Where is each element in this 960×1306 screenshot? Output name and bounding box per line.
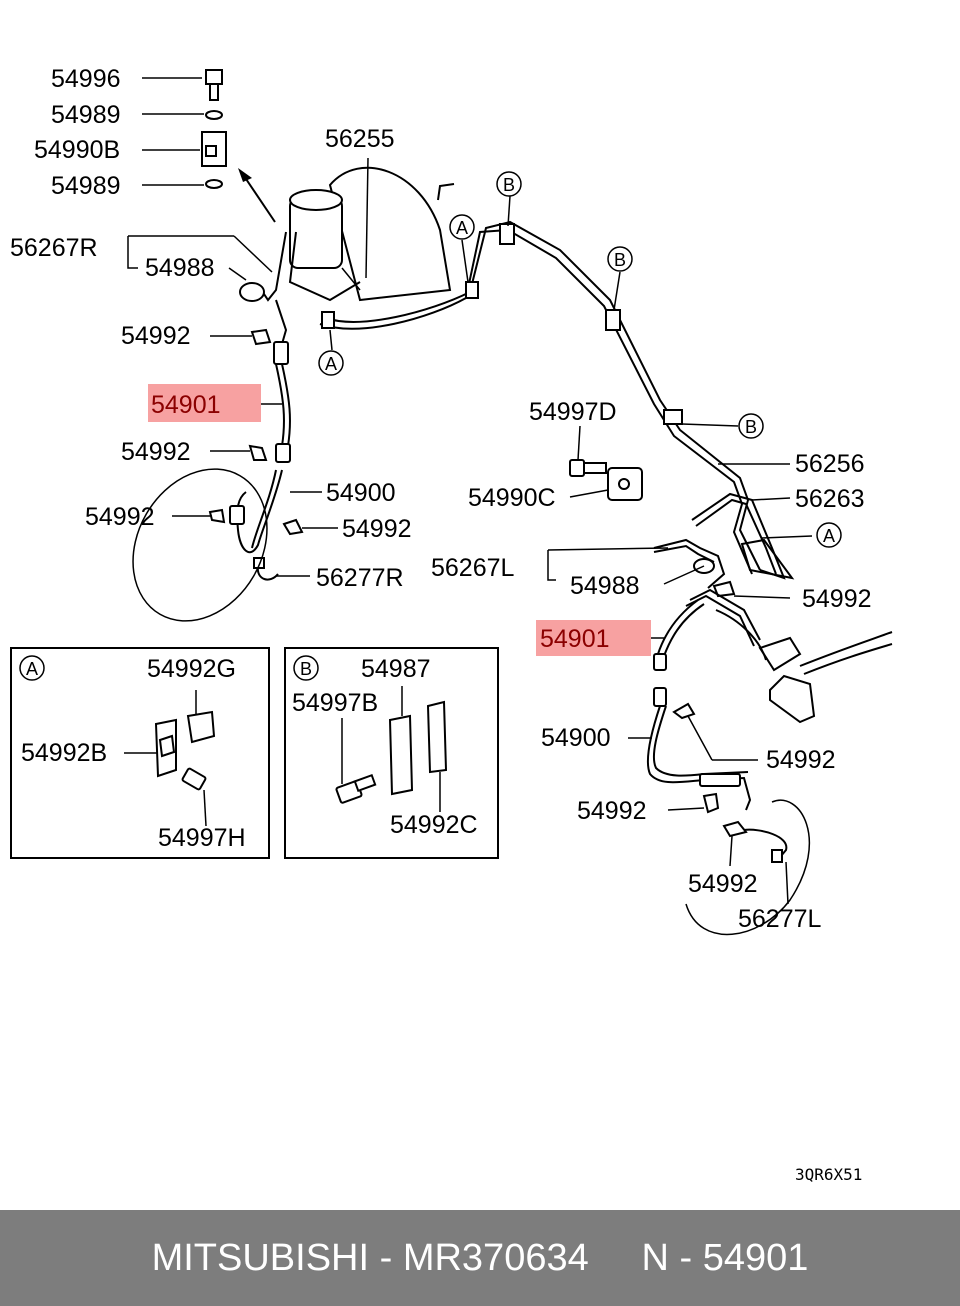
callout-a-2: A — [318, 350, 344, 376]
detail-box-a: A — [10, 647, 270, 859]
label-54997D: 54997D — [529, 398, 617, 426]
highlight-54901-left — [536, 620, 651, 656]
label-54997H: 54997H — [158, 824, 246, 852]
clamp-b2-icon — [605, 309, 621, 331]
clip-54988-right-icon — [239, 282, 265, 302]
clip-54992-3-icon — [208, 508, 226, 524]
bolt-54996-icon — [205, 69, 223, 101]
brake-line-diagram: A A A B B B A B 54996 54989 54990B 54989… — [10, 65, 893, 1184]
label-54990C: 54990C — [468, 484, 556, 512]
label-56255: 56255 — [325, 125, 395, 153]
svg-text:B: B — [614, 250, 626, 270]
svg-text:A: A — [26, 659, 38, 679]
washer-54989-bottom-icon — [205, 179, 223, 189]
clip-54992-7-icon — [702, 792, 720, 814]
union-54990B-icon — [201, 131, 227, 167]
label-54989-top: 54989 — [51, 101, 121, 129]
label-56263: 56263 — [795, 485, 865, 513]
master-cylinder-56255 — [289, 166, 455, 302]
clip-54992-5-icon — [712, 580, 736, 598]
svg-text:A: A — [325, 354, 337, 374]
brake-tube-54900-left — [646, 687, 752, 811]
label-56267R: 56267R — [10, 234, 98, 262]
washer-54989-top-icon — [205, 110, 223, 120]
label-54992-8: 54992 — [688, 870, 758, 898]
callout-b-2: B — [607, 246, 633, 272]
label-54989-bottom: 54989 — [51, 172, 121, 200]
label-54901-left: 54901 — [540, 625, 610, 653]
footer-text: MITSUBISHI - MR370634 N - 54901 — [151, 1236, 809, 1279]
label-54987: 54987 — [361, 655, 431, 683]
label-56277L: 56277L — [738, 905, 822, 933]
svg-text:B: B — [503, 175, 515, 195]
clamp-b3-icon — [663, 409, 683, 425]
reference-code: 3QR6X51 — [795, 1165, 862, 1184]
union-56277L-icon — [743, 828, 788, 863]
label-54990B: 54990B — [34, 136, 120, 164]
label-56256: 56256 — [795, 450, 865, 478]
clip-54992-8-icon — [722, 820, 748, 838]
label-54992-4: 54992 — [342, 515, 412, 543]
union-54990C-icon — [607, 467, 643, 501]
clip-54992-4-icon — [282, 518, 304, 536]
label-54900-right: 54900 — [326, 479, 396, 507]
label-54992-1: 54992 — [121, 322, 191, 350]
label-54992-3: 54992 — [85, 503, 155, 531]
arrow-up-icon — [238, 168, 252, 182]
clamp-b1-icon — [499, 223, 515, 245]
footer-bar: MITSUBISHI - MR370634 N - 54901 — [0, 1210, 960, 1306]
bolt-54997D-icon — [569, 459, 607, 477]
label-56277R: 56277R — [316, 564, 404, 592]
label-54996: 54996 — [51, 65, 121, 93]
callout-a-3: A — [816, 522, 842, 548]
label-54988-right: 54988 — [145, 254, 215, 282]
label-54988-left: 54988 — [570, 572, 640, 600]
callout-b-1: B — [496, 171, 522, 197]
brake-tube-54900-right — [229, 469, 283, 554]
label-54901-right: 54901 — [151, 391, 221, 419]
highlight-54901-right — [148, 384, 261, 422]
callout-b-3: B — [738, 413, 764, 439]
clip-54992-1-icon — [250, 328, 272, 346]
svg-text:A: A — [456, 218, 468, 238]
label-56267L: 56267L — [431, 554, 515, 582]
label-54992-5: 54992 — [802, 585, 872, 613]
clip-54992-2-icon — [248, 444, 268, 461]
hose-54901-left — [653, 599, 705, 671]
label-54992C: 54992C — [390, 811, 478, 839]
label-54997B: 54997B — [292, 689, 378, 717]
label-54900-left: 54900 — [541, 724, 611, 752]
svg-text:B: B — [300, 659, 312, 679]
clip-54992-6-icon — [672, 702, 696, 720]
svg-text:A: A — [823, 526, 835, 546]
label-54992-7: 54992 — [577, 797, 647, 825]
label-54992B: 54992B — [21, 739, 107, 767]
label-54992-6: 54992 — [766, 746, 836, 774]
callout-a-1: A — [449, 214, 475, 240]
detail-box-b: B — [284, 647, 499, 859]
hose-54901-right — [273, 341, 291, 463]
label-54992G: 54992G — [147, 655, 236, 683]
svg-text:B: B — [745, 417, 757, 437]
label-54992-2: 54992 — [121, 438, 191, 466]
